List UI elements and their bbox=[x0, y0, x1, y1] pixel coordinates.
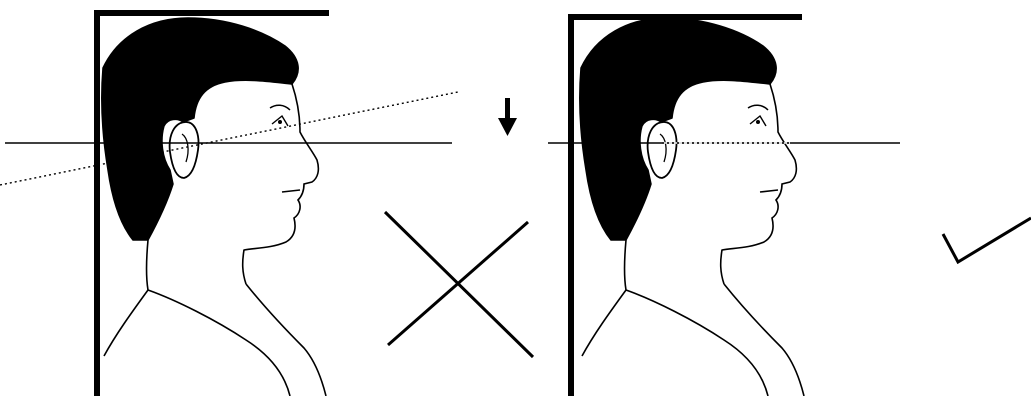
headrest-top-bar bbox=[94, 10, 329, 16]
cross-icon bbox=[385, 212, 533, 357]
correct-posture-panel bbox=[548, 14, 900, 396]
down-arrow-icon bbox=[498, 98, 517, 136]
head-profile-level bbox=[580, 18, 804, 396]
check-icon bbox=[943, 218, 1031, 262]
incorrect-posture-panel bbox=[0, 10, 458, 396]
tilted-plane-dotted-line bbox=[0, 92, 458, 185]
headrest-vertical-bar bbox=[94, 10, 100, 396]
head-profile-tilted bbox=[102, 18, 326, 396]
headrest-vertical-bar-right bbox=[568, 14, 574, 396]
